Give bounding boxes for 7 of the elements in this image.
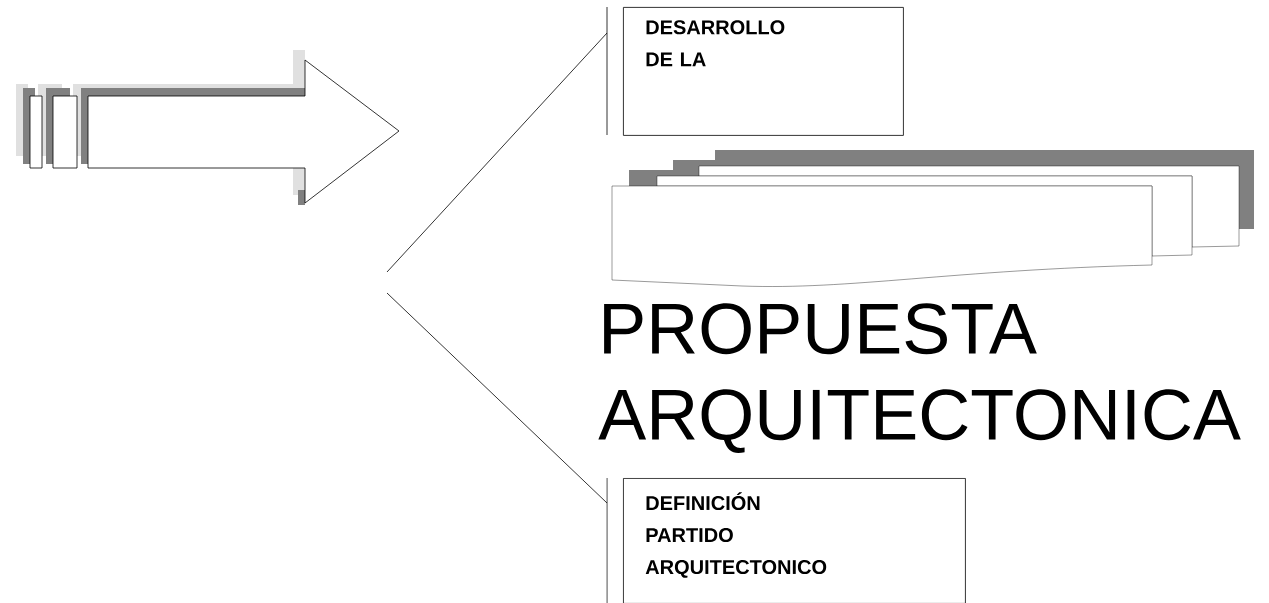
title-text: PROPUESTA ARQUITECTONICA (598, 303, 1241, 454)
connector-line (386, 32, 608, 273)
block-arrow-drawing (16, 50, 400, 205)
text-box: DESARROLLO DE LA (623, 7, 904, 136)
text-box: DEFINICIÓN PARTIDO ARQUITECTONICO (623, 478, 966, 603)
connector-line (386, 292, 608, 504)
document-stack-drawing (611, 150, 1254, 287)
